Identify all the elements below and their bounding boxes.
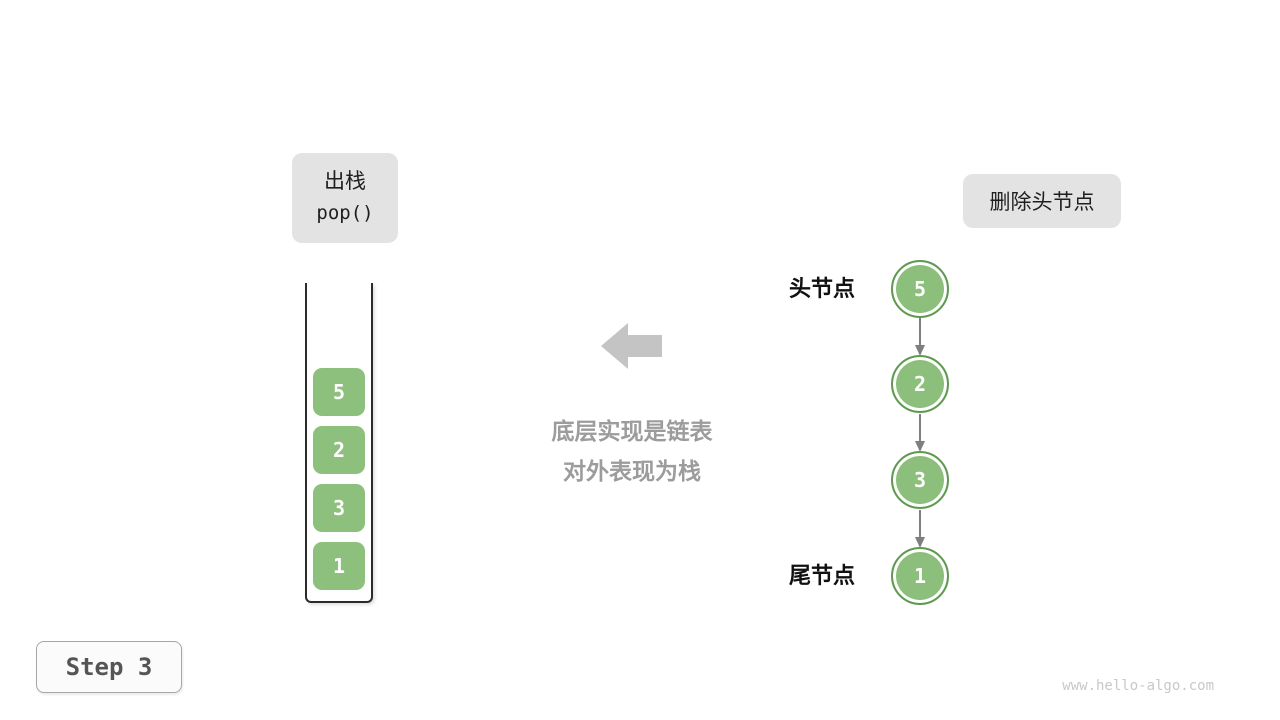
list-node: 3: [891, 451, 949, 509]
tail-node-label: 尾节点: [788, 563, 855, 588]
stack-item: 1: [313, 542, 365, 590]
delete-badge-label: 删除头节点: [989, 191, 1095, 214]
pop-badge-label-cn: 出栈: [324, 170, 366, 193]
step-label: Step 3: [65, 653, 153, 681]
list-node: 5: [891, 260, 949, 318]
watermark: www.hello-algo.com: [1062, 678, 1214, 694]
caption-line-2: 对外表现为栈: [563, 458, 701, 484]
arrow-down-connector-icon: [915, 510, 925, 548]
list-node: 2: [891, 355, 949, 413]
pop-operation-badge: 出栈 pop(): [292, 153, 398, 243]
stack-item: 2: [313, 426, 365, 474]
head-node-label: 头节点: [788, 276, 855, 301]
stack-item: 5: [313, 368, 365, 416]
step-indicator: Step 3: [36, 641, 182, 693]
arrow-down-connector-icon: [915, 414, 925, 452]
caption: 底层实现是链表 对外表现为栈: [457, 411, 807, 491]
delete-head-node-badge: 删除头节点: [963, 174, 1121, 228]
stack-container: 5 2 3 1: [305, 283, 373, 603]
pop-badge-label-code: pop(): [316, 202, 374, 224]
caption-line-1: 底层实现是链表: [551, 418, 713, 444]
arrow-left-shaft: [627, 335, 662, 357]
stack-item: 3: [313, 484, 365, 532]
arrow-down-connector-icon: [915, 318, 925, 356]
arrow-left-head: [601, 323, 628, 369]
arrow-left-icon: [601, 323, 663, 369]
list-node: 1: [891, 547, 949, 605]
